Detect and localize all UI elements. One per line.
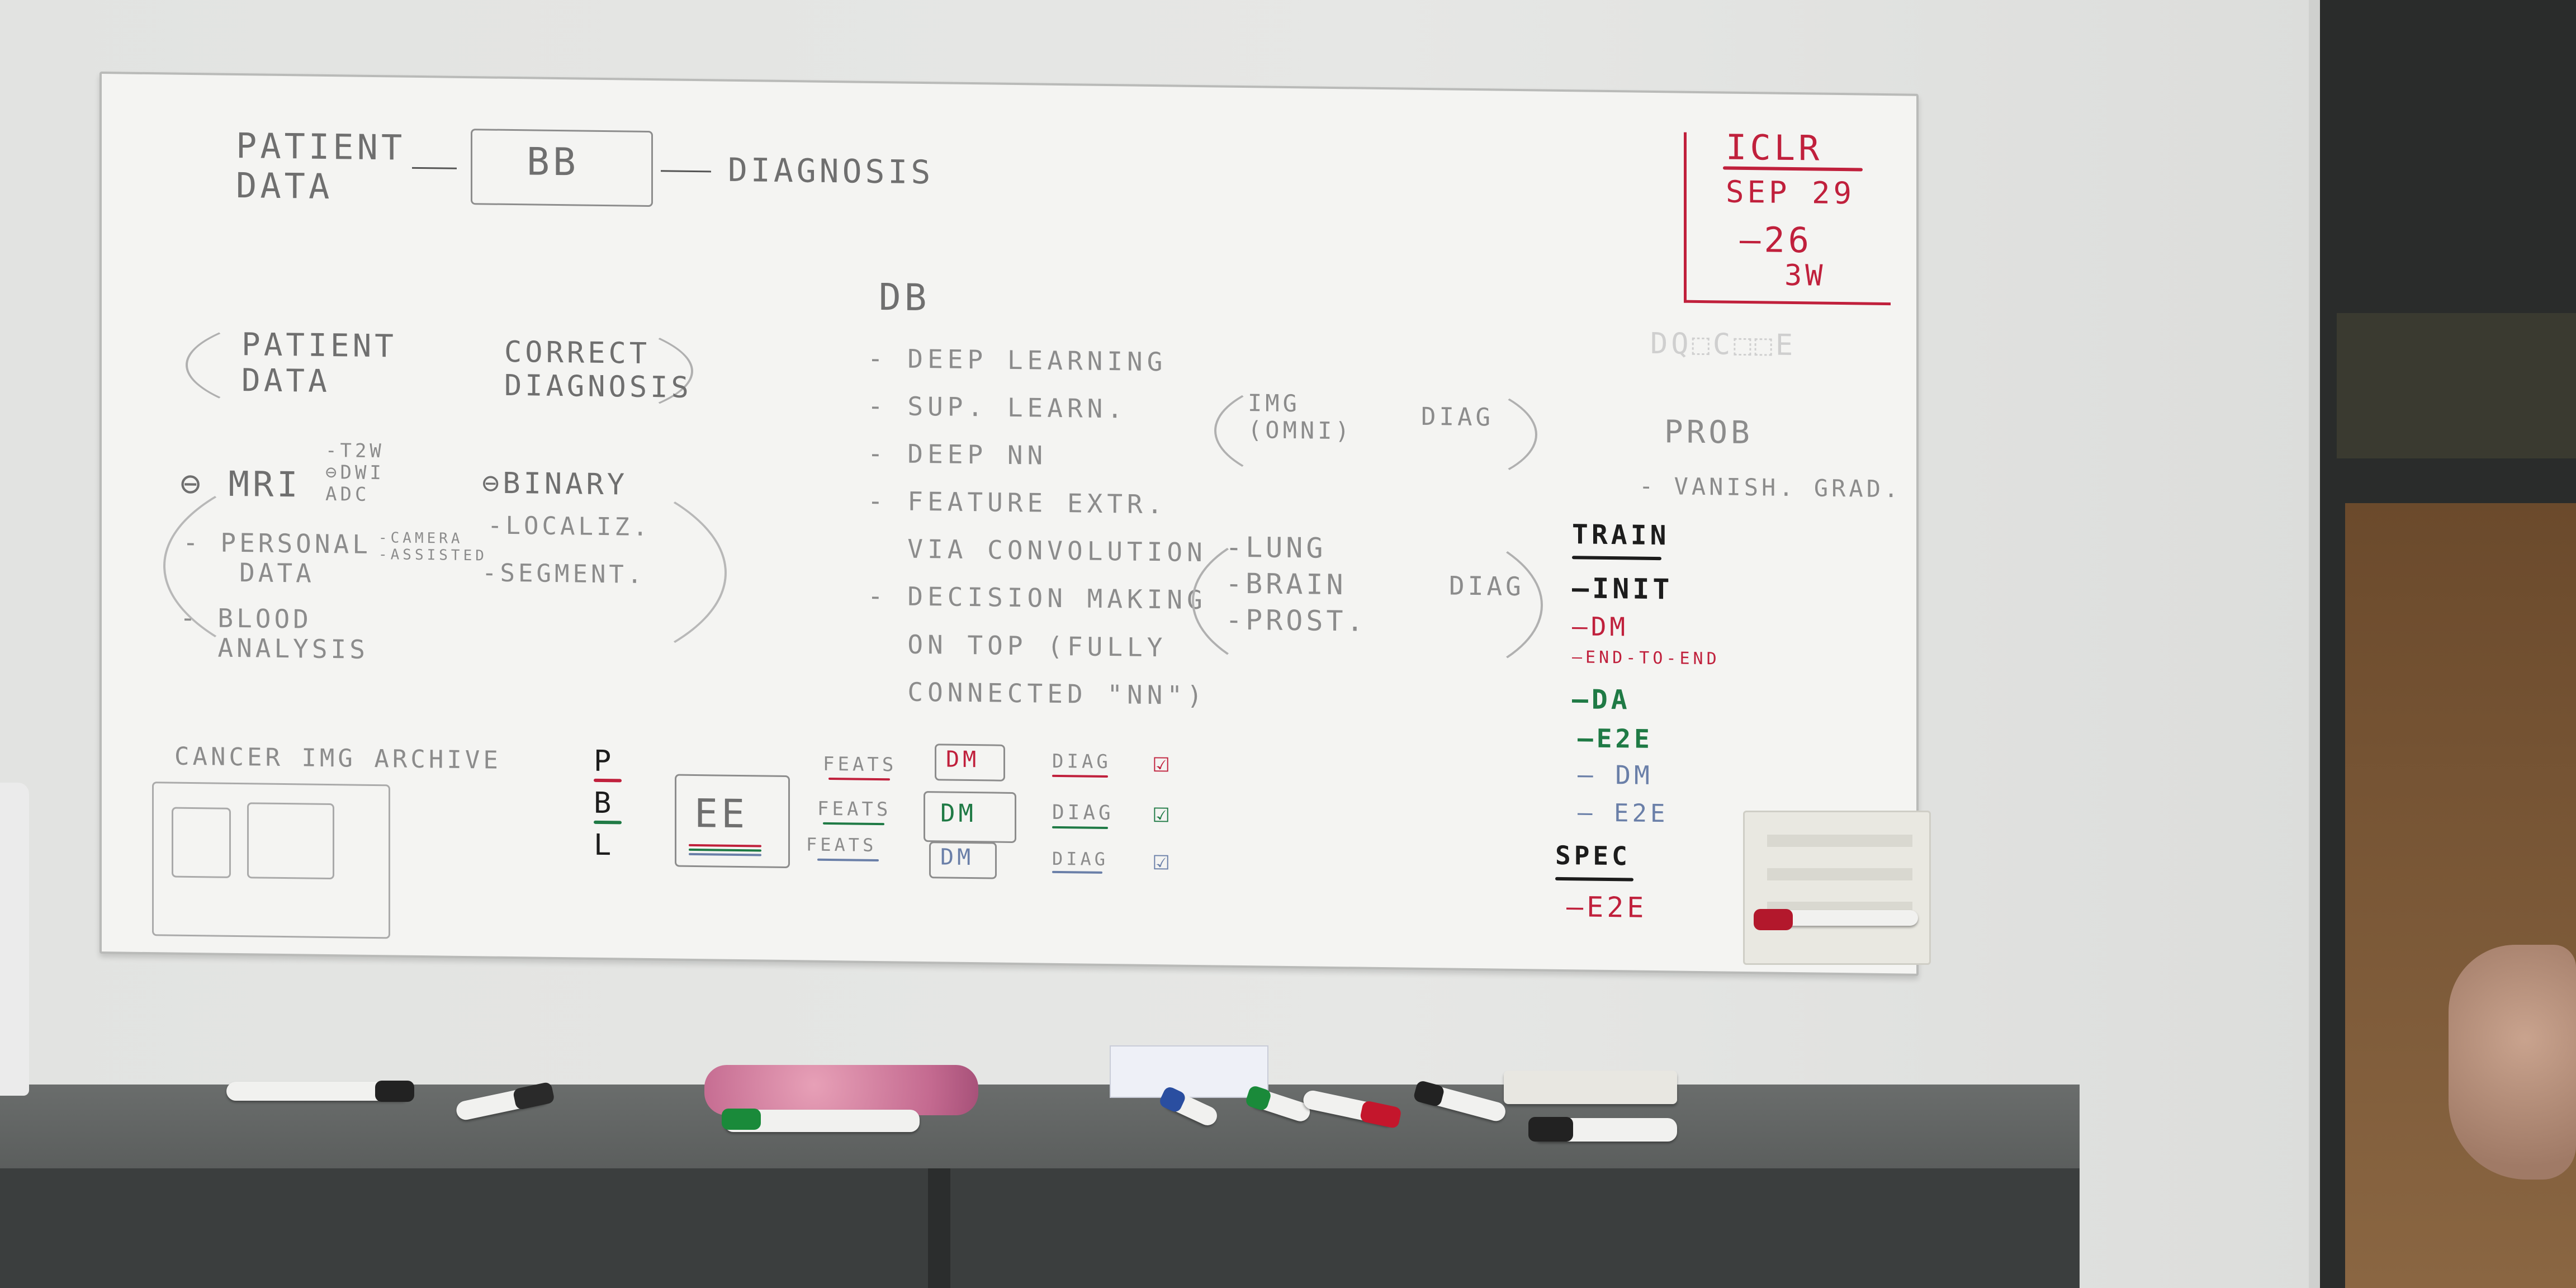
iclr-title: ICLR xyxy=(1726,126,1823,169)
pair1-correct-diagnosis: CORRECT DIAGNOSIS xyxy=(504,335,692,405)
pipeline-feats-2: FEATS xyxy=(817,797,892,821)
pipeline-diag-2: DIAG xyxy=(1052,801,1114,825)
marker-tray xyxy=(1743,811,1931,965)
train-line-1: –INIT xyxy=(1572,572,1673,606)
underline-red xyxy=(594,778,622,783)
underline-green xyxy=(594,820,622,825)
red-marker[interactable] xyxy=(1754,909,1918,930)
iclr-weeks: 3W xyxy=(1784,258,1826,293)
organ-list: -LUNG -BRAIN -PROST. xyxy=(1225,531,1367,638)
door-frame xyxy=(2337,313,2576,458)
underline-blue xyxy=(1052,870,1102,874)
train-underline xyxy=(1572,556,1661,561)
underline-blue xyxy=(817,858,879,862)
black-marker[interactable] xyxy=(226,1081,414,1102)
underline-red xyxy=(828,777,890,781)
img-diag: DIAG xyxy=(1421,402,1494,432)
train-line-3: –END-TO-END xyxy=(1572,647,1720,669)
underline-green xyxy=(823,822,884,826)
whiteboard: PATIENT DATA BB DIAGNOSIS ICLR SEP 29 –2… xyxy=(100,72,1919,976)
underline-red xyxy=(1052,774,1108,778)
segment: -SEGMENT. xyxy=(482,558,646,589)
pair1-patient-data: PATIENT DATA xyxy=(242,326,397,400)
train-line-2: –DM xyxy=(1572,611,1629,642)
mri-sequences: -T2W ⊖DWI ADC xyxy=(325,439,385,506)
blood-analysis: - BLOOD ANALYSIS xyxy=(180,602,368,665)
prob-item: - VANISH. GRAD. xyxy=(1639,472,1902,503)
pipeline-check-3: ☑ xyxy=(1153,844,1173,877)
green-marker[interactable] xyxy=(722,1109,920,1132)
marker-cap xyxy=(1754,909,1793,930)
spec-underline xyxy=(1555,877,1633,882)
archive-thumb xyxy=(247,802,334,880)
organ-diag: DIAG xyxy=(1449,570,1524,602)
underline-green xyxy=(1052,826,1108,830)
pipeline-dm-1: DM xyxy=(946,746,980,773)
train-line-6: – DM xyxy=(1578,759,1653,790)
arrow xyxy=(412,167,457,169)
black-marker[interactable] xyxy=(1528,1117,1677,1142)
marker-cap xyxy=(375,1081,414,1102)
tray-slot xyxy=(1767,868,1912,880)
pipeline-dm-3: DM xyxy=(940,844,974,871)
pipeline-check-1: ☑ xyxy=(1153,746,1173,779)
train-line-4: –DA xyxy=(1572,684,1631,716)
pipeline-check-2: ☑ xyxy=(1153,796,1173,829)
db-items: - DEEP LEARNING - SUP. LEARN. - DEEP NN … xyxy=(868,343,1207,711)
iclr-minus26: –26 xyxy=(1740,219,1812,261)
localiz: -LOCALIZ. xyxy=(487,511,651,542)
archive-thumb xyxy=(172,807,231,878)
pipeline-dm-2: DM xyxy=(940,799,977,828)
pipeline-input-l: L xyxy=(594,828,615,863)
arrow xyxy=(661,170,711,173)
folded-paper xyxy=(1110,1045,1268,1098)
marker-cap xyxy=(1528,1117,1573,1142)
prob-title: PROB xyxy=(1664,414,1753,452)
db-title: DB xyxy=(879,276,930,320)
spec-line: –E2E xyxy=(1566,891,1647,924)
tray-slot xyxy=(1767,835,1912,847)
spray-bottle xyxy=(0,783,29,1096)
archive-title: CANCER IMG ARCHIVE xyxy=(174,742,501,775)
iclr-date: SEP 29 xyxy=(1726,174,1855,211)
marker-cap xyxy=(722,1109,761,1130)
pipeline-diag-3: DIAG xyxy=(1052,847,1109,870)
personal-data: - PERSONAL DATA xyxy=(183,527,371,589)
spec-title: SPEC xyxy=(1555,840,1631,872)
train-line-5: –E2E xyxy=(1578,723,1653,754)
mri-label: ⊖ MRI xyxy=(180,462,301,505)
table-gap xyxy=(928,1168,950,1288)
personal-data-sub: -CAMERA -ASSISTED xyxy=(378,529,487,565)
train-line-7: – E2E xyxy=(1578,798,1669,828)
pipeline-input-b: B xyxy=(594,786,615,821)
pipeline-feats-1: FEATS xyxy=(823,752,897,776)
person-hand xyxy=(2449,945,2576,1180)
flow-diagnosis: DIAGNOSIS xyxy=(728,150,934,192)
pipeline-feats-3: FEATS xyxy=(806,834,877,856)
flow-bb: BB xyxy=(527,140,579,185)
pipeline-input-p: P xyxy=(594,744,615,779)
cleaning-cloth xyxy=(704,1065,978,1115)
table-front xyxy=(0,1168,2080,1288)
whiteboard-eraser[interactable] xyxy=(1504,1071,1677,1104)
flow-patient-data: PATIENT DATA xyxy=(236,125,406,207)
pipeline-ee: EE xyxy=(694,790,749,837)
train-title: TRAIN xyxy=(1572,519,1670,552)
binary: ⊖BINARY xyxy=(482,466,628,502)
img-omni: IMG (OMNI) xyxy=(1248,389,1353,445)
faded-word: DQ⬚C⬚⬚E xyxy=(1650,326,1797,363)
pipeline-diag-1: DIAG xyxy=(1052,750,1111,774)
